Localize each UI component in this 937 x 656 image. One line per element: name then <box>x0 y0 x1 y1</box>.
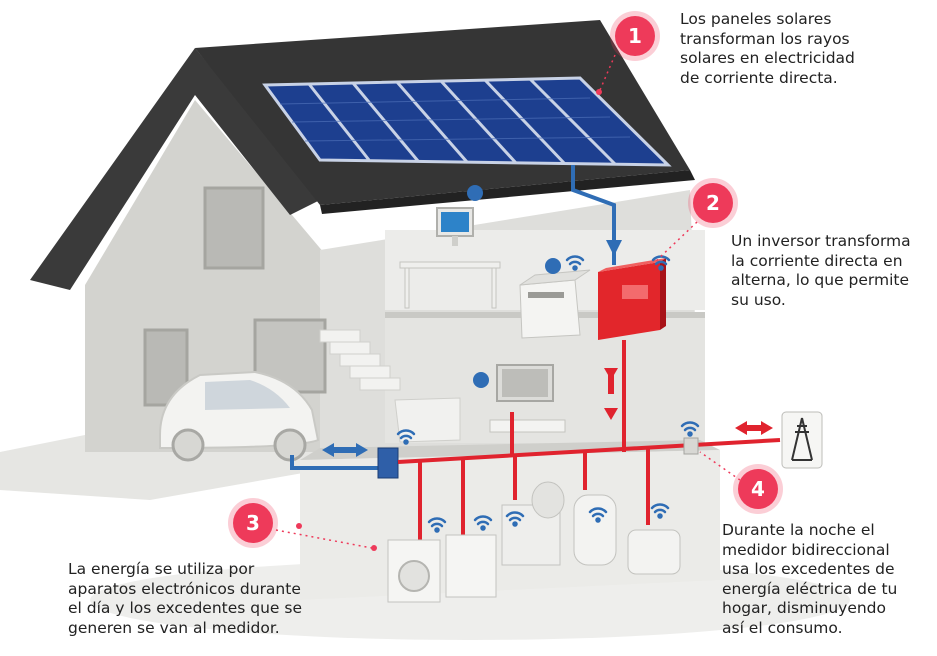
power-grid-tower <box>781 411 823 469</box>
dc-cable <box>571 165 616 265</box>
grid-bidirectional-arrow <box>735 421 773 435</box>
dc-arrow <box>606 240 622 256</box>
staircase <box>319 329 401 391</box>
charge-controller <box>519 269 591 339</box>
step-2-leader <box>654 221 698 263</box>
step-3-badge: 3 <box>233 503 273 543</box>
step-1-badge: 1 <box>615 16 655 56</box>
ac-wiring <box>397 340 781 540</box>
water-heater <box>573 494 617 566</box>
step-4-leader <box>699 451 741 481</box>
step-1-leader <box>599 54 616 91</box>
step-3-pointer-dot <box>371 545 377 551</box>
step-1-caption: Los paneles solares transforman los rayo… <box>680 10 855 87</box>
window-upper <box>203 186 265 270</box>
car-bidirectional-arrow <box>322 443 368 457</box>
bidirectional-meter <box>377 447 399 479</box>
wifi-icon <box>473 515 493 531</box>
globe-icon <box>467 185 561 388</box>
step-1-pointer-dot <box>596 89 602 95</box>
wifi-icon <box>588 507 608 523</box>
step-3-leader <box>275 529 373 549</box>
desk <box>399 261 501 309</box>
water-pump <box>501 481 565 566</box>
step-4-caption: Durante la noche el medidor bidirecciona… <box>722 521 898 637</box>
inverter-bidirectional-arrow <box>604 368 618 420</box>
wifi-icon <box>427 517 447 533</box>
wifi-icon <box>680 421 700 437</box>
generator <box>627 529 681 575</box>
dryer <box>445 534 497 598</box>
step-2-caption: Un inversor transforma la corriente dire… <box>731 232 911 309</box>
step-2-badge: 2 <box>693 183 733 223</box>
electric-car <box>159 370 320 462</box>
washing-machine <box>387 539 441 603</box>
meter-junction <box>683 437 699 455</box>
solar-panels <box>262 76 672 167</box>
roof-gable <box>30 48 320 290</box>
inverter <box>598 258 666 340</box>
step-3-pointer-dot-alt <box>296 523 302 529</box>
monitor <box>436 207 474 246</box>
car-charge-cable <box>290 455 385 470</box>
wifi-icon <box>396 429 416 445</box>
step-3-caption: La energía se utiliza por aparatos elect… <box>68 560 303 637</box>
wifi-icon <box>565 255 585 271</box>
television <box>489 364 566 433</box>
wifi-icon <box>505 511 525 527</box>
step-4-badge: 4 <box>738 469 778 509</box>
wifi-icon <box>650 503 670 519</box>
roof-edge <box>320 170 695 214</box>
